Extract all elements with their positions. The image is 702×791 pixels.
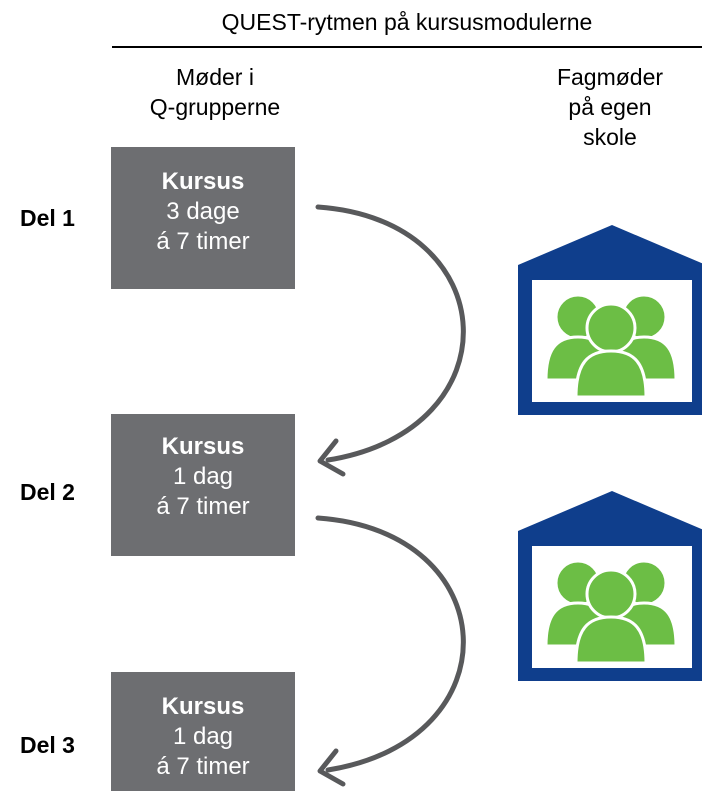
school-group-icon: [518, 491, 702, 681]
course-box-days: 1 dag: [172, 723, 234, 750]
course-box-1: Kursus 3 dage á 7 timer: [111, 147, 295, 289]
column-header-line: Q-grupperne: [149, 94, 281, 120]
part-label-1: Del 1: [20, 205, 75, 231]
column-header-line: på egen: [568, 94, 652, 120]
part-label-3: Del 3: [20, 732, 75, 758]
column-header-school-meetings: Fagmøder på egen skole: [525, 62, 695, 152]
course-box-3: Kursus 1 dag á 7 timer: [111, 672, 295, 791]
column-header-line: Møder i: [176, 64, 254, 90]
course-box-2: Kursus 1 dag á 7 timer: [111, 414, 295, 556]
column-header-q-groups: Møder i Q-grupperne: [130, 62, 300, 122]
school-group-icon: [518, 225, 702, 415]
course-box-heading: Kursus: [161, 433, 245, 460]
course-box-hours: á 7 timer: [156, 753, 250, 780]
course-box-days: 1 dag: [172, 463, 234, 490]
arrow-part1-to-part2: [315, 204, 466, 477]
course-box-hours: á 7 timer: [156, 493, 250, 520]
course-box-days: 3 dage: [166, 198, 240, 225]
arrow-part2-to-part3: [315, 515, 466, 787]
course-box-hours: á 7 timer: [156, 228, 250, 255]
title-underline: [112, 46, 702, 48]
course-box-heading: Kursus: [161, 693, 245, 720]
part-label-2: Del 2: [20, 479, 75, 505]
column-header-line: Fagmøder: [556, 64, 664, 90]
course-box-heading: Kursus: [161, 168, 245, 195]
column-header-line: skole: [583, 124, 637, 150]
diagram-title: QUEST-rytmen på kursusmodulerne: [221, 9, 593, 35]
